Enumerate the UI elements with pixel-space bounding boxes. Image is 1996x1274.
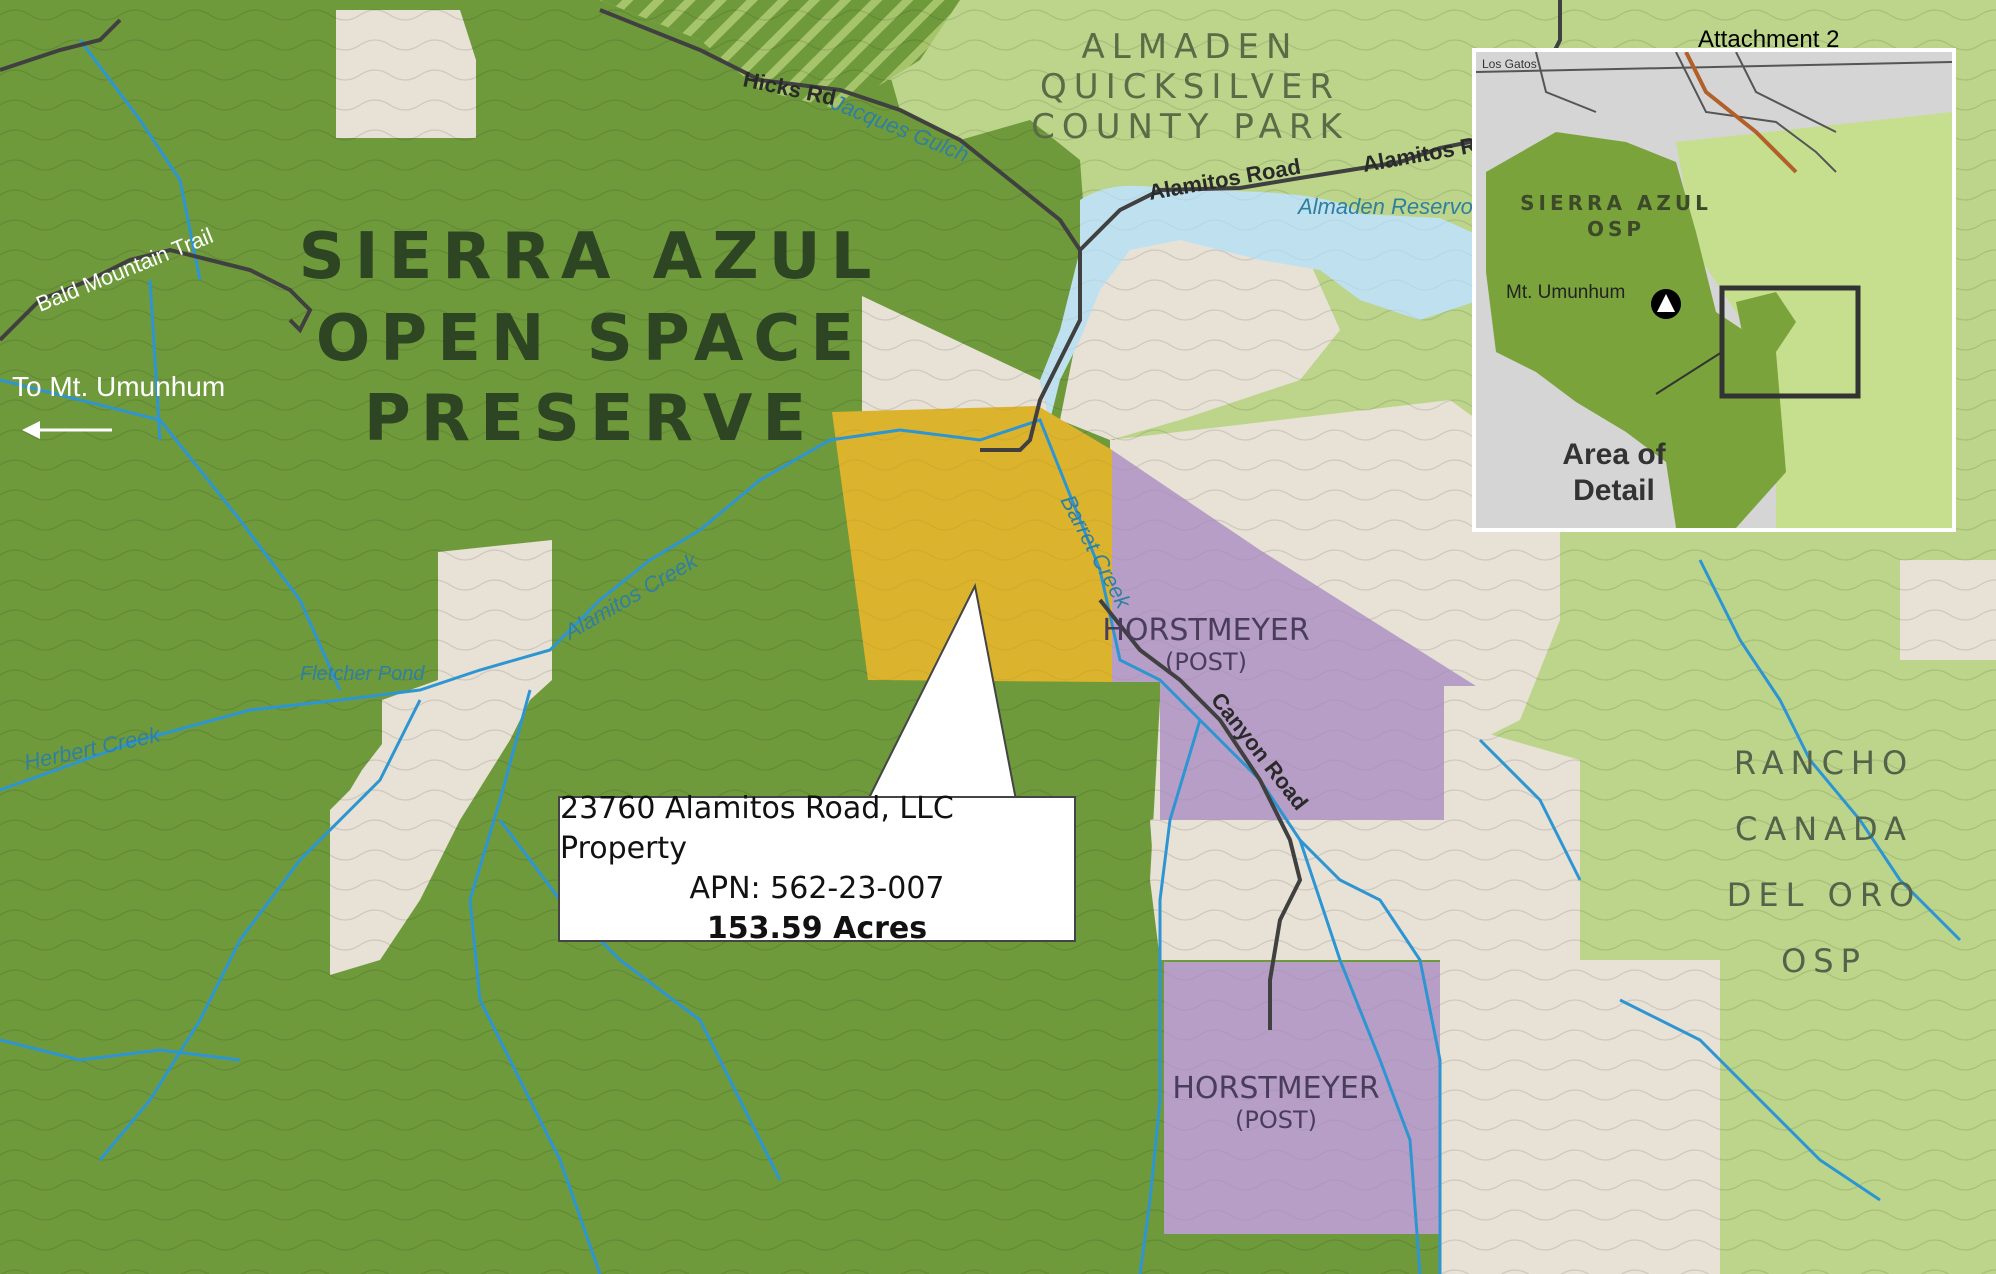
- creek-network: [0, 39, 1962, 1274]
- area-of-detail-box: [1719, 285, 1861, 399]
- inset-sierra-azul-area: [1486, 132, 1786, 528]
- callout-property-name: 23760 Alamitos Road, LLC Property: [560, 791, 954, 866]
- svg-text:CANADA: CANADA: [1735, 810, 1913, 848]
- property-callout: 23760 Alamitos Road, LLC Property APN: 5…: [558, 791, 1076, 946]
- inset-osp-label-1: SIERRA AZUL: [1520, 191, 1712, 215]
- inset-osp-label-2: OSP: [1587, 217, 1645, 241]
- inset-area-label-2: Detail: [1573, 474, 1655, 507]
- svg-text:OSP: OSP: [1781, 942, 1867, 980]
- svg-text:HORSTMEYER: HORSTMEYER: [1172, 1071, 1379, 1106]
- inset-town-label: Los Gatos: [1482, 57, 1537, 71]
- to-umunhum-label: To Mt. Umunhum: [12, 371, 225, 402]
- arrow-left-icon: [22, 421, 112, 439]
- preserve-label: SIERRA AZUL OPEN SPACE PRESERVE: [299, 220, 882, 456]
- callout-acreage: 153.59 Acres: [706, 911, 928, 946]
- svg-text:QUICKSILVER: QUICKSILVER: [1040, 67, 1340, 107]
- svg-text:(POST): (POST): [1165, 648, 1247, 676]
- svg-text:OPEN SPACE: OPEN SPACE: [316, 302, 864, 376]
- svg-text:PRESERVE: PRESERVE: [364, 382, 816, 456]
- callout-apn: APN: 562-23-007: [689, 871, 945, 906]
- svg-text:HORSTMEYER: HORSTMEYER: [1102, 613, 1309, 648]
- rancho-canada-label: RANCHO CANADA DEL ORO OSP: [1727, 744, 1921, 980]
- svg-text:(POST): (POST): [1235, 1106, 1317, 1134]
- county-park-label: ALMADEN QUICKSILVER COUNTY PARK: [1031, 27, 1349, 147]
- inset-locator-map: Los Gatos SIERRA AZUL OSP Mt. Umunhum Ar…: [1472, 48, 1956, 532]
- horstmeyer-label-south: HORSTMEYER (POST): [1172, 1071, 1379, 1134]
- inset-area-label-1: Area of: [1562, 438, 1666, 471]
- inset-peak-label: Mt. Umunhum: [1506, 282, 1625, 303]
- svg-text:RANCHO: RANCHO: [1734, 744, 1914, 782]
- fletcher-pond-label: Fletcher Pond: [300, 663, 425, 685]
- almaden-reservoir-label: Almaden Reservoir: [1296, 194, 1487, 219]
- svg-text:COUNTY PARK: COUNTY PARK: [1031, 107, 1349, 147]
- svg-text:SIERRA AZUL: SIERRA AZUL: [299, 220, 882, 294]
- svg-text:ALMADEN: ALMADEN: [1082, 27, 1299, 67]
- svg-text:DEL ORO: DEL ORO: [1727, 876, 1921, 914]
- horstmeyer-label-north: HORSTMEYER (POST): [1102, 613, 1309, 676]
